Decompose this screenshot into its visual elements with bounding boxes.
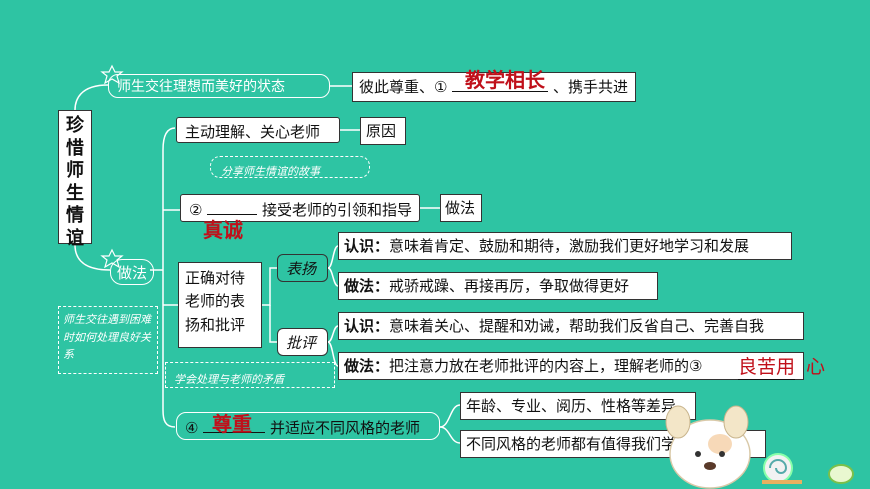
criticism-method-text: 把注意力放在老师批评的内容上，理解老师的③: [389, 357, 703, 375]
tag-method-text: 做法: [445, 199, 476, 217]
item-story-note: 分享师生情谊的故事: [210, 156, 370, 178]
item-conflict-note-text: 学会处理与老师的矛盾: [174, 373, 284, 386]
item-respect-teachers: ④ 并适应不同风格的老师: [176, 412, 440, 440]
item-accept-guidance: ② 接受老师的引领和指导: [180, 194, 420, 222]
item-understand-teacher: 主动理解、关心老师: [176, 117, 340, 143]
item-understand-label: 主动理解、关心老师: [185, 123, 321, 141]
answer-3: 良苦用: [738, 352, 796, 380]
tag-differences: 年龄、专业、阅历、性格等差异: [460, 392, 696, 420]
praise-recognition-key: 认识：: [344, 237, 390, 255]
tag-reason: 原因: [360, 117, 406, 145]
tag-method: 做法: [440, 194, 482, 222]
ideal-state-prefix: 彼此尊重、①: [359, 78, 448, 96]
item-story-note-text: 分享师生情谊的故事: [221, 165, 320, 178]
criticism-label: 批评: [286, 334, 317, 352]
snail-illustration: [762, 453, 802, 484]
praise-method: 做法：戒骄戒躁、再接再厉，争取做得更好: [338, 272, 658, 300]
item-respect-label: 并适应不同风格的老师: [270, 419, 421, 437]
praise-method-key: 做法：: [344, 277, 390, 295]
item-praise-criticism: 正确对待老师的表扬和批评: [178, 262, 262, 348]
praise-recognition-text: 意味着肯定、鼓励和期待，激励我们更好地学习和发展: [389, 237, 750, 255]
answer-4: 尊重: [212, 412, 252, 436]
dog-mascot-illustration: [665, 405, 751, 489]
branch-ideal-state: 师生交往理想而美好的状态: [108, 74, 330, 98]
item-respect-prefix: ④: [185, 419, 199, 437]
root-title: 珍惜师生情谊: [66, 115, 84, 249]
branch-do-note: 师生交往遇到困难时如何处理良好关系: [58, 306, 158, 374]
answer-1: 教学相长: [465, 68, 545, 92]
branch-do-node: 做法: [110, 259, 154, 285]
answer-4-blank: [203, 420, 266, 433]
leaf-illustration: [828, 464, 854, 484]
praise-method-text: 戒骄戒躁、再接再厉，争取做得更好: [389, 277, 630, 295]
answer-2: 真诚: [203, 218, 243, 242]
branch-do-label: 做法: [116, 264, 147, 282]
tag-differences-text: 年龄、专业、阅历、性格等差异: [466, 397, 677, 415]
branch-ideal-state-label: 师生交往理想而美好的状态: [117, 79, 285, 95]
ideal-state-suffix: 、携手共进: [553, 78, 629, 96]
item-conflict-note: 学会处理与老师的矛盾: [165, 362, 335, 388]
praise-label: 表扬: [286, 260, 317, 278]
tag-learn-from-all-text: 不同风格的老师都有值得我们学习的地方: [466, 435, 737, 453]
criticism-recognition: 认识：意味着关心、提醒和劝诫，帮助我们反省自己、完善自我: [338, 312, 804, 340]
answer-3-tail: 心: [806, 356, 826, 378]
answer-2-blank: [207, 202, 258, 215]
criticism-node: 批评: [277, 328, 328, 356]
criticism-recognition-text: 意味着关心、提醒和劝诫，帮助我们反省自己、完善自我: [389, 317, 765, 335]
criticism-method-key: 做法：: [344, 357, 390, 375]
criticism-method: 做法：把注意力放在老师批评的内容上，理解老师的③: [338, 352, 804, 380]
root-title-box: 珍惜师生情谊: [58, 110, 92, 249]
branch-do-note-text: 师生交往遇到困难时如何处理良好关系: [63, 313, 151, 362]
tag-reason-text: 原因: [366, 122, 397, 140]
answer-1-blank: [452, 79, 549, 92]
ideal-state-result: 彼此尊重、① 教学相长 、携手共进: [352, 68, 636, 102]
item-accept-prefix: ②: [189, 201, 203, 219]
item-accept-label: 接受老师的引领和指导: [262, 201, 413, 219]
criticism-recognition-key: 认识：: [344, 317, 390, 335]
praise-recognition: 认识：意味着肯定、鼓励和期待，激励我们更好地学习和发展: [338, 232, 792, 260]
praise-node: 表扬: [277, 254, 328, 282]
item-praise-criticism-label: 正确对待老师的表扬和批评: [185, 269, 246, 334]
